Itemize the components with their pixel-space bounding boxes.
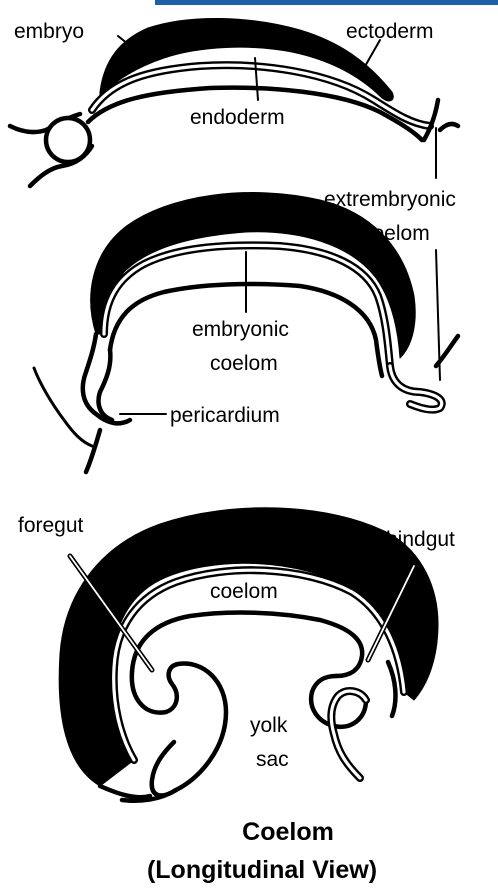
panel3-foregut-loop bbox=[132, 664, 226, 796]
panel3-coelom-wall bbox=[132, 613, 362, 676]
caption-subtitle: (Longitudinal View) bbox=[147, 856, 377, 884]
foregut-label: foregut bbox=[18, 514, 84, 537]
panel1-vesicle bbox=[46, 118, 90, 162]
embryonic-coelom-label-line2: coelom bbox=[210, 352, 278, 375]
yolk-sac-label-line2: sac bbox=[256, 748, 289, 771]
embryonic-coelom-label-line1: embryonic bbox=[192, 318, 289, 341]
embryo-label: embryo bbox=[14, 20, 84, 43]
top-edge-accent bbox=[155, 0, 498, 5]
caption-title: Coelom bbox=[242, 818, 334, 846]
panel-gut-formation: foregut hindgut coelom yolk sac bbox=[18, 508, 455, 801]
panel1-right-edge bbox=[424, 100, 458, 140]
coelom-label: coelom bbox=[210, 580, 278, 603]
endoderm-label: endoderm bbox=[190, 106, 285, 129]
ectoderm-leader bbox=[364, 40, 380, 68]
ectoderm-label: ectoderm bbox=[346, 20, 434, 43]
yolk-sac-label-line1: yolk bbox=[250, 714, 288, 737]
panel3-bottom-tail bbox=[100, 786, 176, 801]
panel2-right-hook bbox=[390, 366, 442, 410]
pericardium-label: pericardium bbox=[170, 404, 280, 427]
hindgut-label: hindgut bbox=[386, 528, 455, 551]
